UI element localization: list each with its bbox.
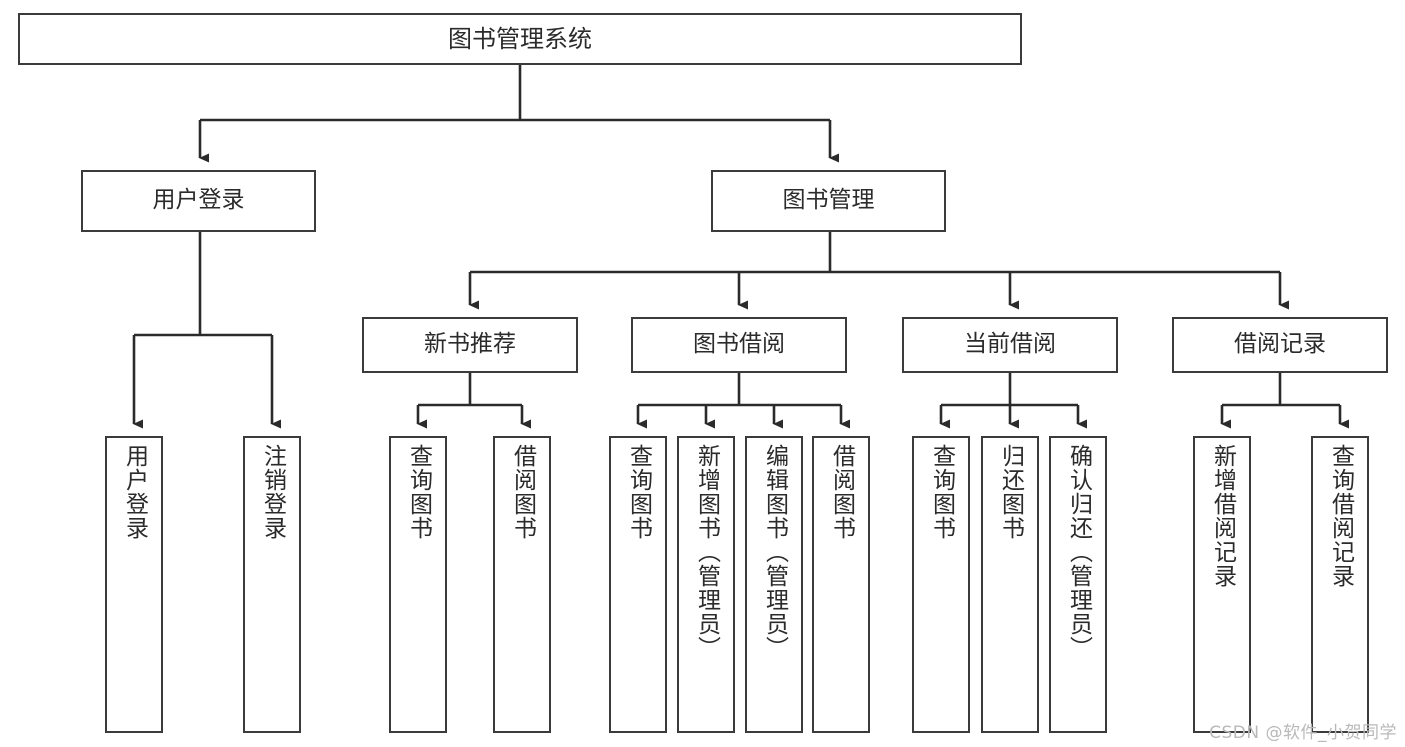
node-leaf-rec-borrow-label: 借阅图书 [509, 444, 536, 540]
node-root-label: 图书管理系统 [448, 24, 592, 53]
node-leaf-cur-confirm[interactable]: 确认归还（管理员） [1049, 436, 1107, 733]
node-leaf-cur-return-label: 归还图书 [997, 444, 1024, 540]
node-leaf-borrow-do-label: 借阅图书 [828, 444, 855, 540]
node-leaf-rec-search[interactable]: 查询借阅记录 [1311, 436, 1369, 733]
csdn-watermark: CSDN @软件_小贺同学 [1209, 723, 1397, 743]
node-borrow-record-label: 借阅记录 [1234, 331, 1326, 358]
node-current-borrow-label: 当前借阅 [964, 331, 1056, 358]
node-leaf-borrow-query[interactable]: 查询图书 [609, 436, 667, 733]
node-leaf-rec-query[interactable]: 查询图书 [389, 436, 447, 733]
node-leaf-rec-borrow[interactable]: 借阅图书 [493, 436, 551, 733]
node-leaf-user-logout-label: 注销登录 [259, 444, 286, 540]
node-leaf-borrow-query-label: 查询图书 [625, 444, 652, 540]
node-leaf-rec-search-label: 查询借阅记录 [1327, 444, 1354, 588]
node-new-book-rec-label: 新书推荐 [424, 331, 516, 358]
node-user-login-label: 用户登录 [152, 187, 245, 214]
node-leaf-rec-query-label: 查询图书 [405, 444, 432, 540]
node-leaf-borrow-edit[interactable]: 编辑图书（管理员） [745, 436, 803, 733]
node-leaf-user-login-label: 用户登录 [121, 444, 148, 540]
node-leaf-cur-query-label: 查询图书 [928, 444, 955, 540]
node-leaf-borrow-add-label: 新增图书（管理员） [693, 444, 720, 660]
node-root[interactable]: 图书管理系统 [18, 13, 1022, 65]
node-leaf-borrow-add[interactable]: 新增图书（管理员） [677, 436, 735, 733]
node-leaf-rec-add-label: 新增借阅记录 [1209, 444, 1236, 588]
node-user-login[interactable]: 用户登录 [81, 170, 316, 232]
node-new-book-rec[interactable]: 新书推荐 [362, 317, 578, 373]
node-leaf-borrow-edit-label: 编辑图书（管理员） [761, 444, 788, 660]
node-leaf-borrow-do[interactable]: 借阅图书 [812, 436, 870, 733]
node-leaf-cur-confirm-label: 确认归还（管理员） [1065, 444, 1092, 660]
node-book-mgmt[interactable]: 图书管理 [711, 170, 946, 232]
node-leaf-rec-add[interactable]: 新增借阅记录 [1193, 436, 1251, 733]
node-book-borrow-label: 图书借阅 [693, 331, 785, 358]
node-current-borrow[interactable]: 当前借阅 [902, 317, 1118, 373]
node-book-borrow[interactable]: 图书借阅 [631, 317, 847, 373]
node-borrow-record[interactable]: 借阅记录 [1172, 317, 1388, 373]
node-book-mgmt-label: 图书管理 [782, 187, 875, 214]
node-leaf-user-logout[interactable]: 注销登录 [243, 436, 301, 733]
node-leaf-user-login[interactable]: 用户登录 [105, 436, 163, 733]
node-leaf-cur-return[interactable]: 归还图书 [981, 436, 1039, 733]
node-leaf-cur-query[interactable]: 查询图书 [912, 436, 970, 733]
